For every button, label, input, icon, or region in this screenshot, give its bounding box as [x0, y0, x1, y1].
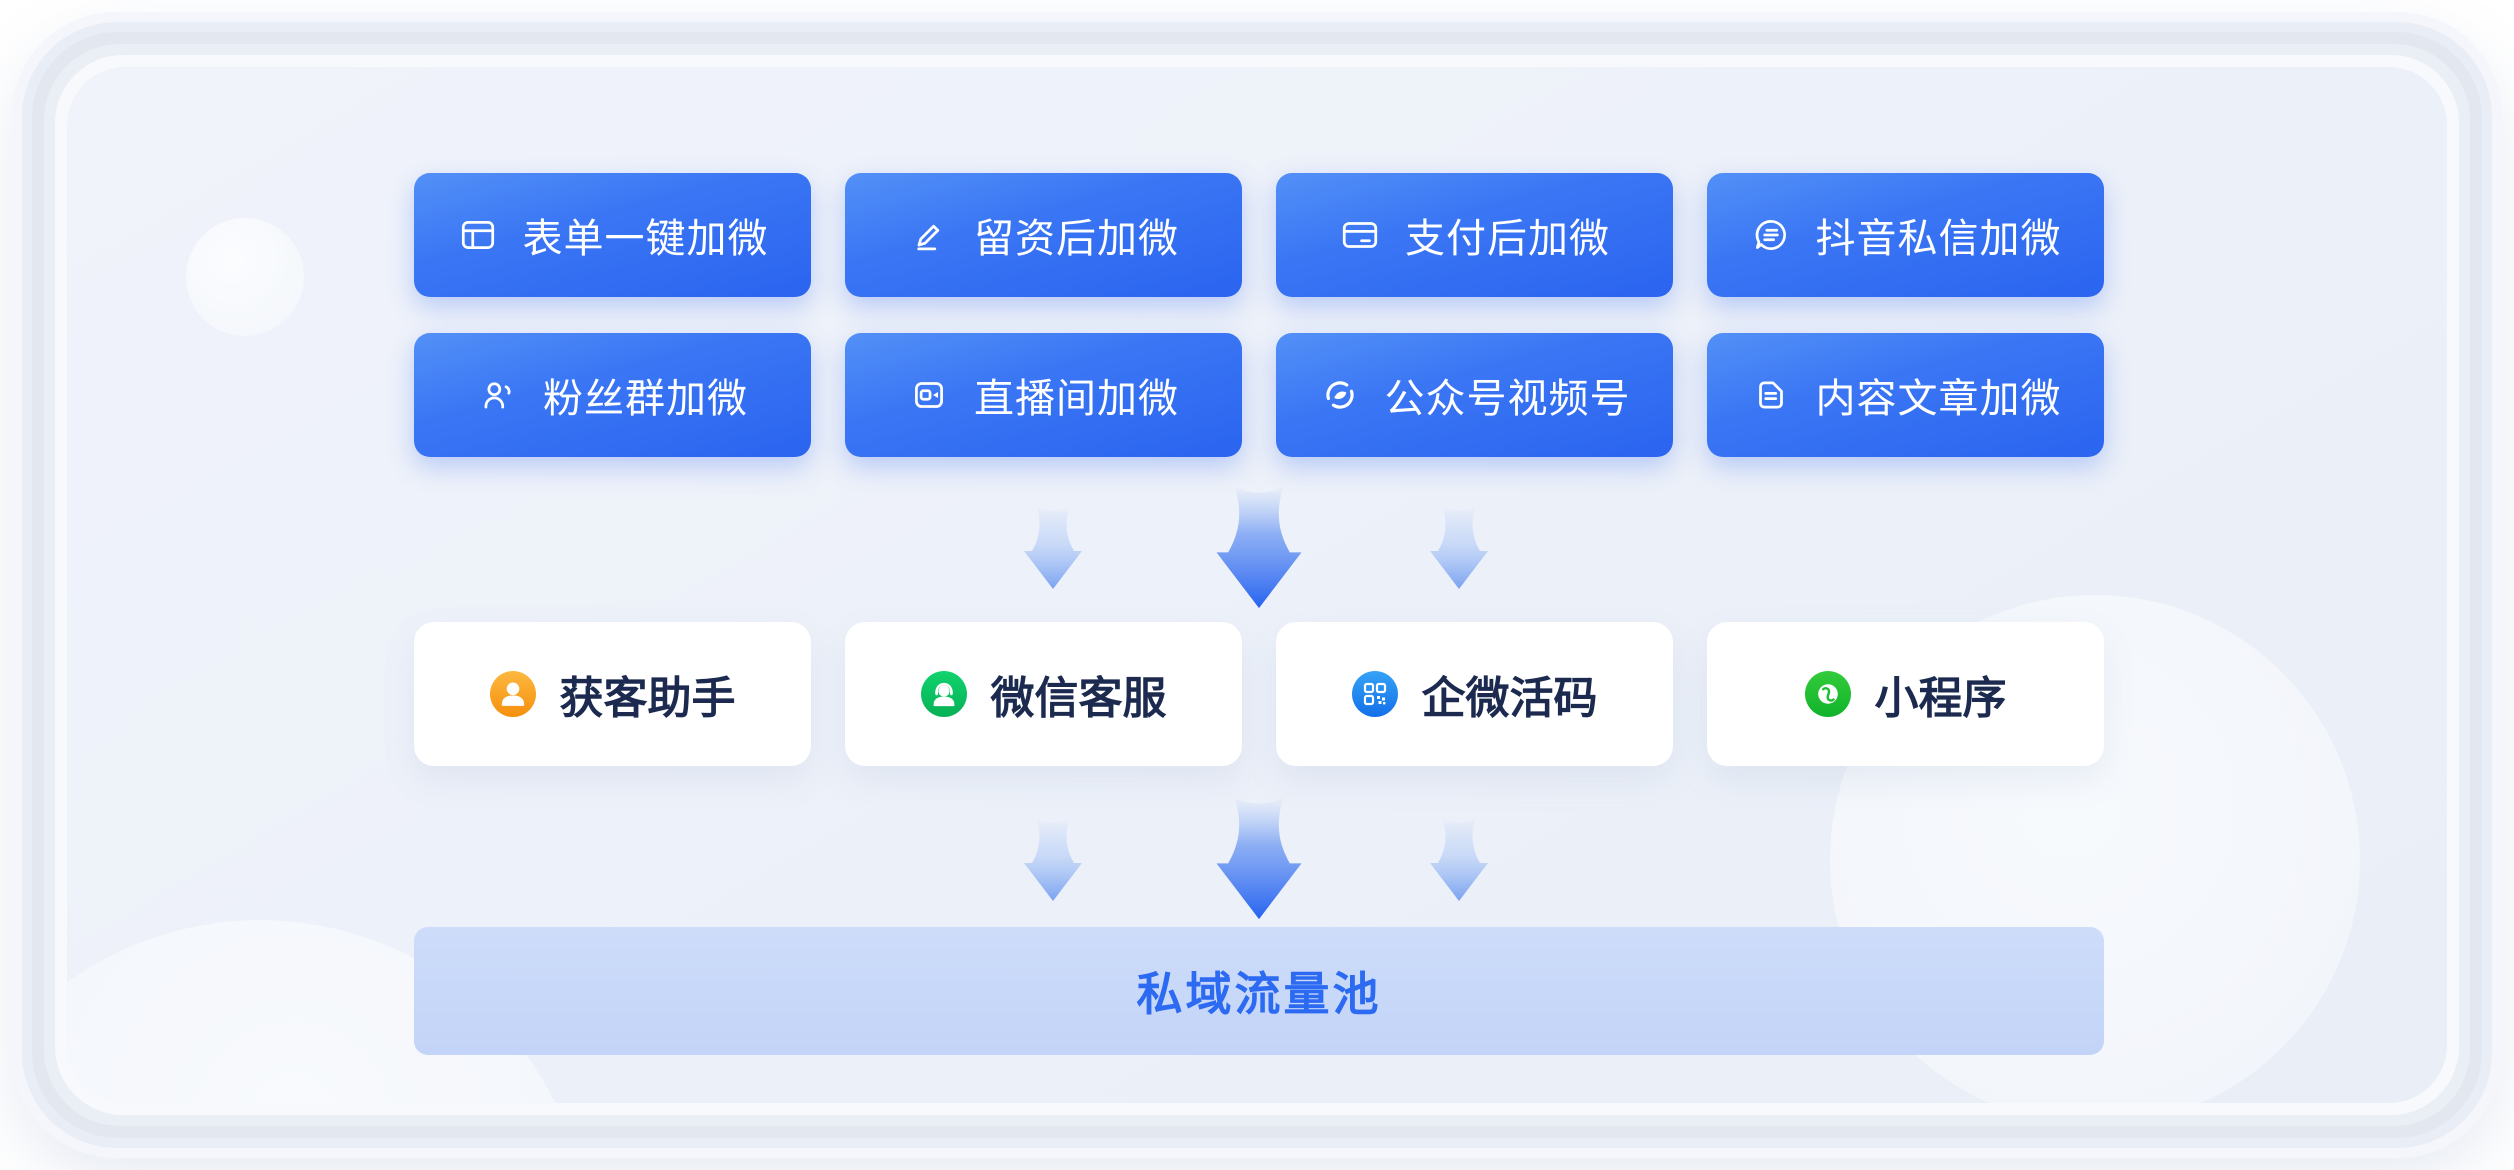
source-button-label: 公众号视频号: [1384, 377, 1631, 421]
down-arrow-icon: [1024, 505, 1082, 589]
frame-ring: 表单一键加微 留资后加微: [44, 44, 2470, 1126]
source-button-label: 留资后加微: [974, 217, 1179, 261]
source-button-row-1: 表单一键加微 留资后加微: [414, 173, 2104, 297]
article-doc-icon: [1758, 381, 1783, 409]
chat-message-icon: [1755, 219, 1786, 250]
private-traffic-pool-bar: 私域流量池: [414, 927, 2104, 1055]
source-button-label: 粉丝群加微: [543, 377, 748, 421]
channels-swirl-icon: [1325, 381, 1354, 409]
tool-card-label: 小程序: [1874, 674, 2007, 723]
wechat-service-icon: [920, 671, 967, 717]
diagram-panel: 表单一键加微 留资后加微: [67, 67, 2447, 1103]
tool-card-acquisition-assistant[interactable]: 获客助手: [414, 622, 811, 766]
frame-ring: 表单一键加微 留资后加微: [22, 22, 2492, 1148]
tool-card-mini-program[interactable]: 小程序: [1707, 622, 2104, 766]
source-button-douyin-dm[interactable]: 抖音私信加微: [1707, 173, 2104, 297]
source-button-row-2: 粉丝群加微 直播间加微: [414, 333, 2104, 457]
source-button-official-channels[interactable]: 公众号视频号: [1276, 333, 1673, 457]
source-button-lead-form[interactable]: 留资后加微: [845, 173, 1242, 297]
source-button-fans-group[interactable]: 粉丝群加微: [414, 333, 811, 457]
source-button-label: 表单一键加微: [522, 217, 769, 261]
source-button-label: 内容文章加微: [1815, 377, 2062, 421]
form-icon: [461, 221, 494, 249]
down-arrow-icon: [1024, 817, 1082, 901]
customer-acquisition-icon: [489, 671, 536, 717]
tool-card-label: 企微活码: [1421, 674, 1598, 723]
frame-ring: 表单一键加微 留资后加微: [32, 32, 2482, 1138]
pool-label: 私域流量池: [1136, 968, 1382, 1020]
source-button-content-article[interactable]: 内容文章加微: [1707, 333, 2104, 457]
qr-live-code-icon: [1351, 671, 1398, 717]
tool-card-wechat-service[interactable]: 微信客服: [845, 622, 1242, 766]
source-button-label: 支付后加微: [1405, 217, 1610, 261]
source-button-label: 抖音私信加微: [1815, 217, 2062, 261]
pencil-edit-icon: [917, 224, 940, 251]
tool-card-label: 微信客服: [990, 674, 1167, 723]
tool-card-label: 获客助手: [559, 674, 736, 723]
source-button-label: 直播间加微: [974, 377, 1179, 421]
down-arrow-icon-large: [1216, 484, 1302, 609]
down-arrow-icon: [1430, 505, 1488, 589]
fans-group-icon: [484, 382, 511, 409]
source-button-live-room[interactable]: 直播间加微: [845, 333, 1242, 457]
tool-card-qr-live-code[interactable]: 企微活码: [1276, 622, 1673, 766]
frame-inner-ring: 表单一键加微 留资后加微: [55, 55, 2459, 1115]
source-button-form[interactable]: 表单一键加微: [414, 173, 811, 297]
down-arrow-icon-large: [1216, 795, 1302, 920]
live-camera-icon: [915, 382, 943, 408]
frame-outer-ring: 表单一键加微 留资后加微: [12, 12, 2502, 1158]
credit-card-icon: [1342, 222, 1378, 248]
source-button-payment[interactable]: 支付后加微: [1276, 173, 1673, 297]
down-arrow-icon: [1430, 817, 1488, 901]
decorative-circle-top-left: [186, 218, 304, 336]
tool-card-row: 获客助手 微信客服: [414, 622, 2104, 766]
mini-program-icon: [1804, 671, 1851, 717]
